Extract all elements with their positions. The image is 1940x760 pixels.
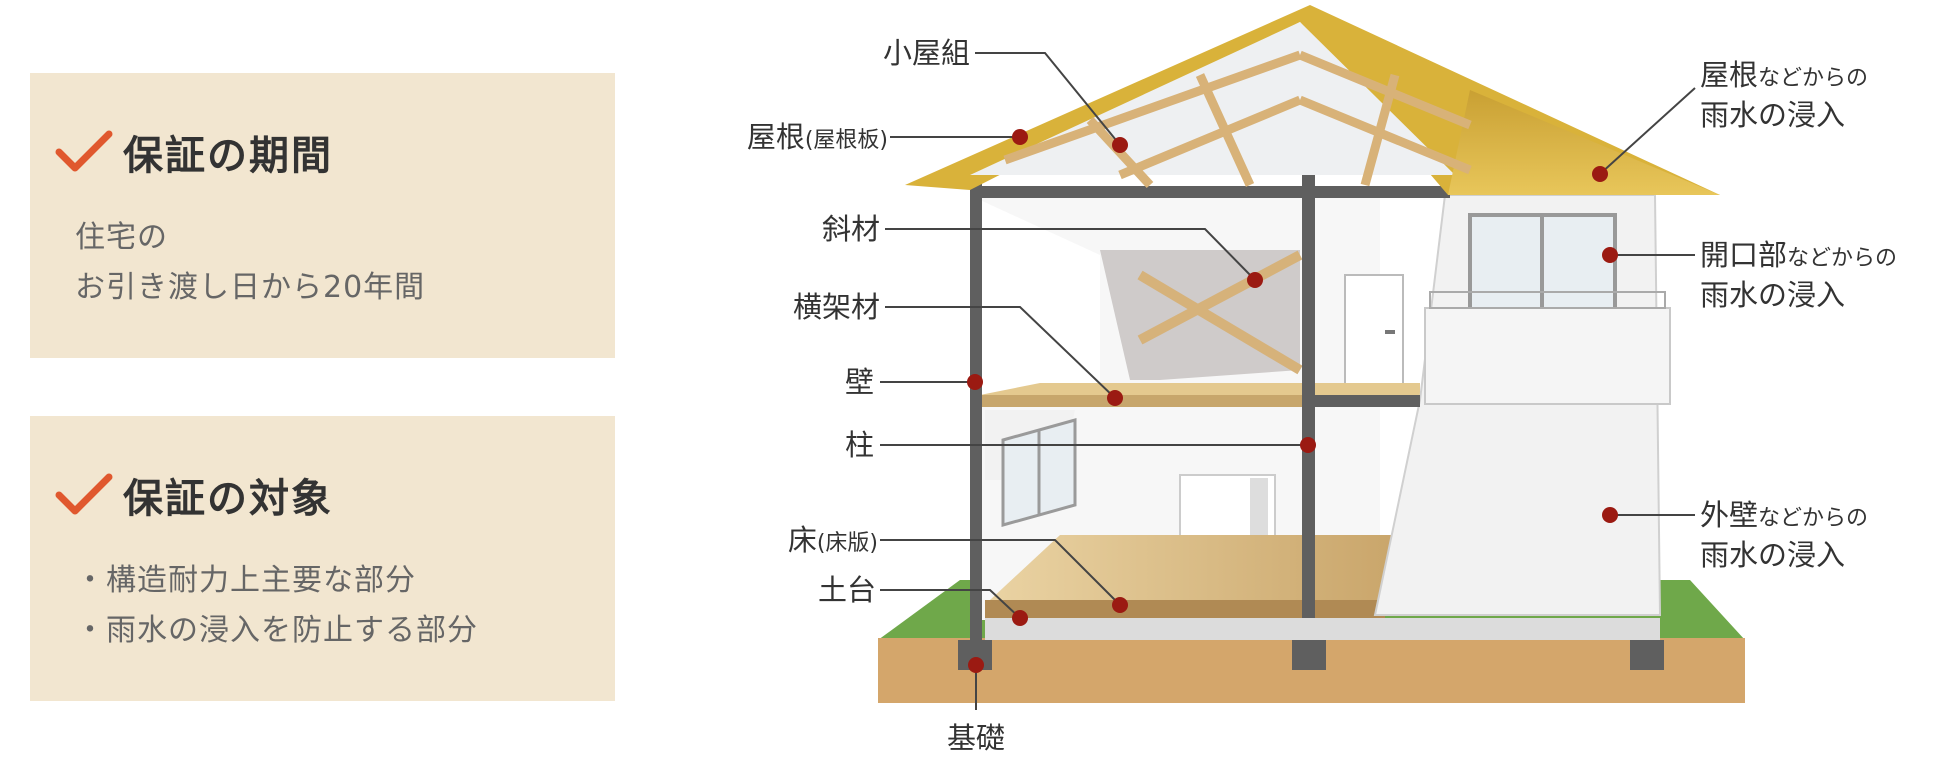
- label-roof-leak-line1: 屋根などからの: [1700, 58, 1868, 92]
- balcony: [1424, 307, 1671, 405]
- warranty-scope-line: ・雨水の浸入を防止する部分: [75, 613, 478, 648]
- balcony-rail: [1429, 291, 1666, 309]
- door-handle: [1385, 330, 1395, 334]
- warranty-period-title-row: 保証の期間: [55, 123, 333, 181]
- exterior-wall: [1373, 194, 1671, 616]
- label-yokokazai: 横架材: [793, 290, 880, 324]
- foundation-block: [1630, 640, 1664, 670]
- roof-shingles: [1448, 90, 1720, 195]
- label-shazai: 斜材: [822, 212, 880, 246]
- warranty-scope-card: 保証の対象 ・構造耐力上主要な部分 ・雨水の浸入を防止する部分: [30, 416, 615, 701]
- structural-frame: [958, 20, 1664, 670]
- marker-roof-board: [1012, 129, 1028, 145]
- tie-beam: [970, 186, 1450, 198]
- marker-roof-leak: [1592, 166, 1608, 182]
- label-roof-leak-sub: などからの: [1758, 66, 1868, 91]
- marker-floor: [1112, 597, 1128, 613]
- marker-beam: [1107, 390, 1123, 406]
- label-yuka: 床(床版): [788, 523, 878, 557]
- left-post: [970, 170, 982, 655]
- warranty-scope-body: ・構造耐力上主要な部分 ・雨水の浸入を防止する部分: [75, 556, 478, 656]
- ladder: [1250, 478, 1268, 538]
- label-yane-sub: (屋根板): [805, 128, 888, 153]
- label-yane-main: 屋根: [747, 120, 805, 154]
- label-opening-leak-sub: などからの: [1787, 246, 1897, 271]
- warranty-period-line: 住宅の: [75, 220, 168, 255]
- marker-foundation: [968, 657, 984, 673]
- label-wall-leak-sub: などからの: [1758, 506, 1868, 531]
- ground-floor: [990, 535, 1400, 600]
- label-kabe: 壁: [845, 365, 874, 399]
- floor-beam: [1315, 395, 1420, 407]
- warranty-period-card: 保証の期間 住宅の お引き渡し日から20年間: [30, 73, 615, 358]
- label-wall-leak-main: 外壁: [1700, 498, 1758, 532]
- markers: [967, 129, 1618, 673]
- label-yuka-main: 床: [788, 523, 817, 557]
- right-labels: 屋根などからの 雨水の浸入 開口部などからの 雨水の浸入 外壁などからの 雨水の…: [1700, 58, 1897, 572]
- warranty-scope-line: ・構造耐力上主要な部分: [75, 563, 416, 598]
- label-roof-leak-main: 屋根: [1700, 58, 1758, 92]
- warranty-period-body: 住宅の お引き渡し日から20年間: [75, 213, 425, 313]
- marker-diagonal: [1247, 272, 1263, 288]
- label-opening-leak-line1: 開口部などからの: [1700, 238, 1897, 272]
- brace: [1137, 250, 1303, 345]
- brace: [1137, 270, 1303, 375]
- marker-wall-leak: [1602, 507, 1618, 523]
- label-opening-leak-line2: 雨水の浸入: [1700, 278, 1845, 312]
- label-roof-leak-line2: 雨水の浸入: [1700, 98, 1845, 132]
- roof: [905, 5, 1720, 195]
- sill-plate: [985, 600, 1385, 618]
- marker-wall: [967, 374, 983, 390]
- marker-sill: [1012, 610, 1028, 626]
- marker-opening-leak: [1602, 247, 1618, 263]
- second-floor-top: [980, 383, 1420, 395]
- marker-post: [1300, 437, 1316, 453]
- label-opening-leak-main: 開口部: [1700, 238, 1787, 272]
- check-icon: [55, 473, 113, 515]
- label-kiso: 基礎: [947, 721, 1005, 755]
- foundation-beam: [985, 618, 1660, 640]
- label-yuka-sub: (床版): [817, 531, 878, 556]
- label-koyagumi: 小屋組: [883, 36, 970, 70]
- check-icon: [55, 130, 113, 172]
- label-dodai: 土台: [818, 573, 876, 607]
- marker-roof-truss: [1112, 137, 1128, 153]
- warranty-period-title: 保証の期間: [123, 133, 333, 179]
- label-wall-leak-line1: 外壁などからの: [1700, 498, 1868, 532]
- warranty-scope-title-row: 保証の対象: [55, 466, 333, 524]
- leader-lines: [880, 52, 1696, 710]
- warranty-period-line: お引き渡し日から20年間: [75, 270, 426, 305]
- warranty-scope-title: 保証の対象: [123, 476, 333, 522]
- label-wall-leak-line2: 雨水の浸入: [1700, 538, 1845, 572]
- center-post: [1302, 20, 1315, 655]
- label-yane: 屋根(屋根板): [747, 120, 888, 154]
- foundation-block: [1292, 640, 1326, 670]
- left-labels: 小屋組 屋根(屋根板) 斜材 横架材 壁 柱 床(床版) 土台 基礎: [747, 36, 1005, 755]
- upper-left-wall: [980, 200, 1100, 400]
- label-hashira: 柱: [845, 428, 874, 462]
